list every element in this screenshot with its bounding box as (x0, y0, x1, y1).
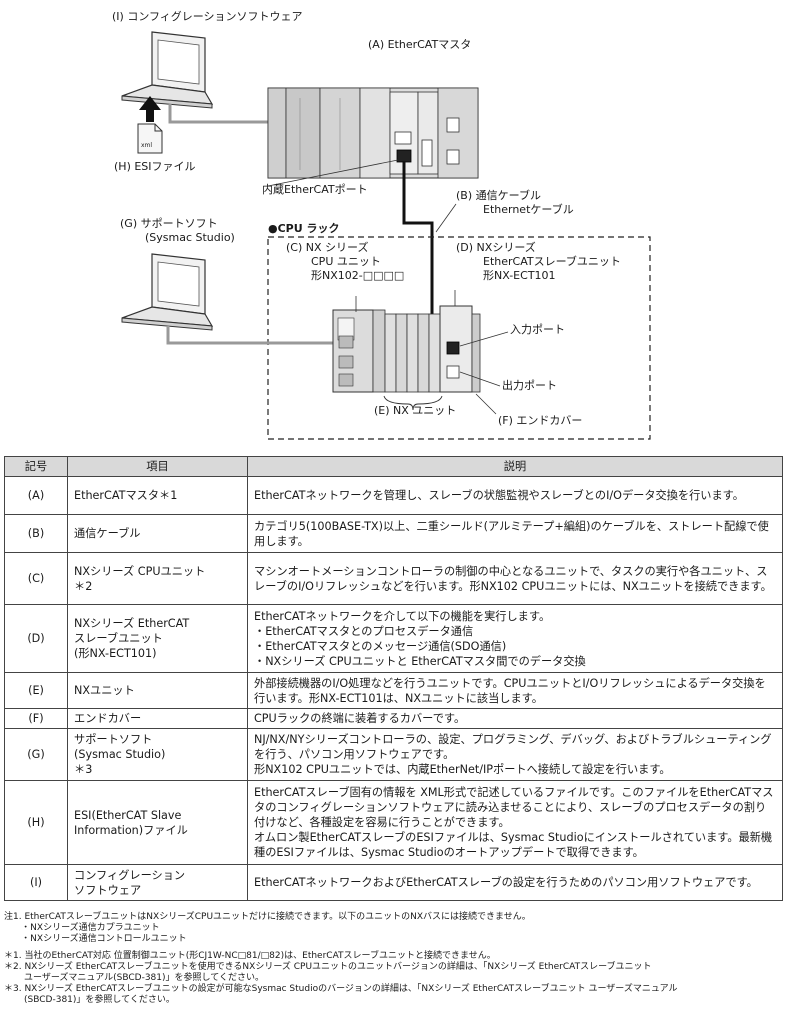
note-1: 注1. EtherCATスレーブユニットはNXシリーズCPUユニットだけに接続で… (4, 912, 531, 922)
footnote-star-2b: ユーザーズマニュアル(SBCD-381)」を参照してください。 (4, 973, 264, 984)
header-item: 項目 (67, 456, 248, 477)
table-row: (B) 通信ケーブル カテゴリ5(100BASE-TX)以上、二重シールド(アル… (4, 514, 783, 553)
xml-file-icon (137, 123, 163, 154)
table-row: (H) ESI(EtherCAT Slave Information)ファイル … (4, 780, 783, 865)
label-slave-line2: EtherCATスレーブユニット (483, 255, 621, 268)
label-cpu-line1: (C) NX シリーズ (286, 241, 369, 254)
table-row: (D) NXシリーズ EtherCAT スレーブユニット (形NX-ECT101… (4, 604, 783, 673)
label-config-software: (I) コンフィグレーションソフトウェア (112, 10, 303, 23)
row-item: サポートソフト (Sysmac Studio) ＊3 (67, 728, 248, 781)
cpu-rack-box (267, 236, 651, 440)
row-item: NXシリーズ EtherCAT スレーブユニット (形NX-ECT101) (67, 604, 248, 673)
arrow-up-icon (139, 96, 161, 122)
row-symbol: (F) (4, 708, 68, 729)
footnote-star-2a: ＊2. NXシリーズ EtherCATスレーブユニットを使用できるNXシリーズ … (4, 961, 652, 972)
label-cpu-unit: (C) NX シリーズ CPU ユニット 形NX102-□□□□ (286, 241, 404, 283)
row-description: カテゴリ5(100BASE-TX)以上、二重シールド(アルミテープ+編組)のケー… (247, 514, 783, 553)
label-slave-unit: (D) NXシリーズ EtherCATスレーブユニット 形NX-ECT101 (456, 241, 621, 283)
footnote-star-3a: ＊3. NXシリーズ EtherCATスレーブユニットの設定が可能なSysmac… (4, 984, 678, 995)
label-support-line1: (G) サポートソフト (120, 217, 218, 230)
row-symbol: (H) (4, 780, 68, 865)
row-description: EtherCATネットワークおよびEtherCATスレーブの設定を行うためのパソ… (247, 864, 783, 901)
label-cpu-line2: CPU ユニット (311, 255, 381, 268)
table-row: (A) EtherCATマスタ＊1 EtherCATネットワークを管理し、スレー… (4, 476, 783, 515)
label-esi-file: (H) ESIファイル (114, 160, 196, 173)
laptop-bottom-icon (121, 253, 214, 331)
row-symbol: (A) (4, 476, 68, 515)
row-description: 外部接続機器のI/O処理などを行うユニットです。CPUユニットとI/Oリフレッシ… (247, 672, 783, 709)
system-configuration-diagram: (I) コンフィグレーションソフトウェア xml (H) ESIファイル (A)… (0, 0, 787, 450)
row-description: EtherCATネットワークを管理し、スレーブの状態監視やスレーブとのI/Oデー… (247, 476, 783, 515)
label-input-port: 入力ポート (510, 323, 565, 336)
end-cover (471, 313, 481, 393)
leader-cable (435, 203, 457, 233)
label-slave-line1: (D) NXシリーズ (456, 241, 536, 254)
note-1-item-a: ・NXシリーズ通信カプラユニット (4, 923, 160, 934)
row-description: EtherCATスレーブ固有の情報を XML形式で記述しているファイルです。この… (247, 780, 783, 865)
note-1-item-b: ・NXシリーズ通信コントロールユニット (4, 934, 187, 945)
label-slave-line3: 形NX-ECT101 (483, 269, 556, 282)
row-item: エンドカバー (67, 708, 248, 729)
row-symbol: (D) (4, 604, 68, 673)
row-description: NJ/NX/NYシリーズコントローラの、設定、プログラミング、デバッグ、およびト… (247, 728, 783, 781)
cable-laptop-cpu (166, 326, 345, 345)
footnote-star-3b: (SBCD-381)」を参照してください。 (4, 995, 175, 1006)
table-header-row: 記号 項目 説明 (4, 456, 783, 477)
row-symbol: (E) (4, 672, 68, 709)
label-support-line2: (Sysmac Studio) (145, 231, 235, 244)
nx-unit-brace (383, 395, 443, 411)
table-row: (I) コンフィグレーション ソフトウェア EtherCATネットワークおよびE… (4, 864, 783, 901)
row-symbol: (C) (4, 552, 68, 605)
label-end-cover: (F) エンドカバー (498, 414, 583, 427)
label-ethercat-master: (A) EtherCATマスタ (368, 38, 472, 51)
ethercat-master-plc (267, 87, 479, 179)
row-item: ESI(EtherCAT Slave Information)ファイル (67, 780, 248, 865)
spec-table: 記号 項目 説明 (A) EtherCATマスタ＊1 EtherCATネットワー… (4, 456, 783, 901)
row-description: EtherCATネットワークを介して以下の機能を実行します。 ・EtherCAT… (247, 604, 783, 673)
diagram-graphics (121, 31, 651, 440)
row-item: NXシリーズ CPUユニット ＊2 (67, 552, 248, 605)
row-description: CPUラックの終端に装着するカバーです。 (247, 708, 783, 729)
row-symbol: (I) (4, 864, 68, 901)
row-item: 通信ケーブル (67, 514, 248, 553)
table-row: (G) サポートソフト (Sysmac Studio) ＊3 NJ/NX/NYシ… (4, 728, 783, 781)
row-symbol: (B) (4, 514, 68, 553)
header-symbol: 記号 (4, 456, 68, 477)
label-nx-unit: (E) NX ユニット (374, 404, 457, 417)
row-description: マシンオートメーションコントローラの制御の中心となるユニットで、タスクの実行や各… (247, 552, 783, 605)
leader-builtin-port (267, 159, 399, 187)
label-builtin-port: 内蔵EtherCATポート (262, 183, 368, 196)
row-item: NXユニット (67, 672, 248, 709)
table-row: (F) エンドカバー CPUラックの終端に装着するカバーです。 (4, 708, 783, 729)
nx102-cpu-unit (332, 309, 386, 393)
nx-units (384, 313, 441, 393)
header-description: 説明 (247, 456, 783, 477)
label-cpu-line3: 形NX102-□□□□ (311, 269, 405, 282)
footnote-star-1: ＊1. 当社のEtherCAT対応 位置制御ユニット(形CJ1W-NC□81/□… (4, 950, 496, 961)
row-item: コンフィグレーション ソフトウェア (67, 864, 248, 901)
label-cpu-rack: ●CPU ラック (268, 222, 340, 235)
label-xml: xml (141, 142, 153, 149)
table-row: (C) NXシリーズ CPUユニット ＊2 マシンオートメーションコントローラの… (4, 552, 783, 605)
label-support-software: (G) サポートソフト (Sysmac Studio) (120, 217, 235, 245)
footnotes: 注1. EtherCATスレーブユニットはNXシリーズCPUユニットだけに接続で… (4, 912, 783, 1007)
label-cable-line1: (B) 通信ケーブル (456, 189, 541, 202)
label-cable: (B) 通信ケーブル Ethernetケーブル (456, 189, 574, 217)
label-output-port: 出力ポート (502, 379, 557, 392)
ethercat-slave-unit (439, 305, 473, 393)
label-cable-line2: Ethernetケーブル (483, 203, 574, 216)
row-symbol: (G) (4, 728, 68, 781)
laptop-top-icon (121, 31, 214, 109)
row-item: EtherCATマスタ＊1 (67, 476, 248, 515)
table-row: (E) NXユニット 外部接続機器のI/O処理などを行うユニットです。CPUユニ… (4, 672, 783, 709)
